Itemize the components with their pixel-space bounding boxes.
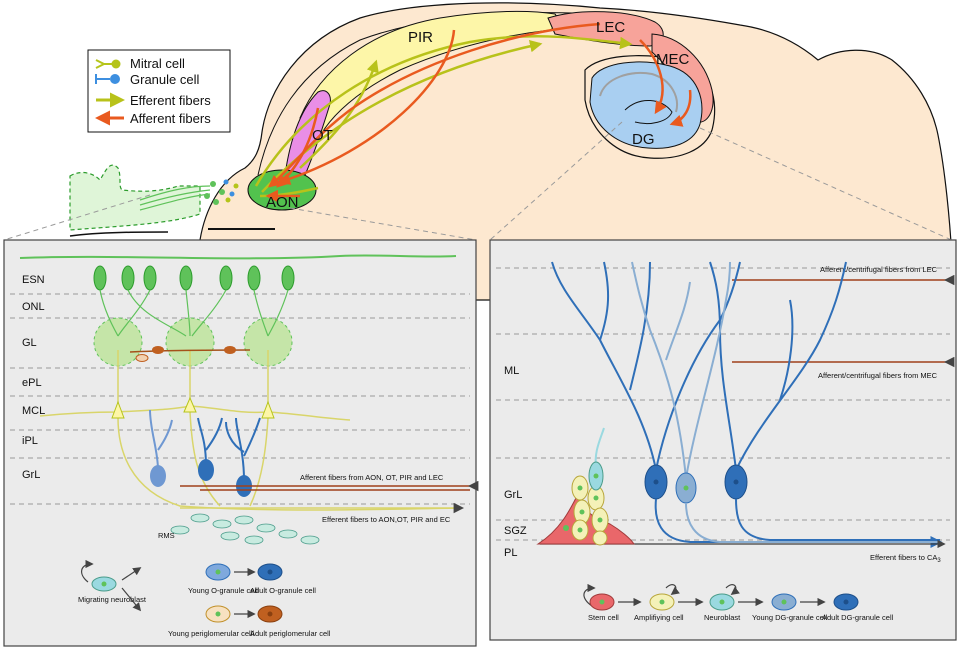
brain-regions	[247, 10, 714, 211]
lineage-young-o: Young O-granule cell	[188, 586, 258, 595]
lineage-adult-o: Adult O-granule cell	[250, 586, 316, 595]
dg-efferent-label: Efferent fibers to CA3	[870, 553, 941, 564]
ob-layer-grl: GrL	[22, 469, 40, 481]
granule-legend-icon	[95, 74, 120, 84]
label-ot: OT	[312, 127, 333, 144]
label-dg: DG	[632, 131, 655, 148]
dg-lec-label: Afferent/centrifugal fibers from LEC	[820, 265, 938, 274]
ob-layer-ipl: iPL	[22, 435, 38, 447]
dg-layer-grl: GrL	[504, 489, 522, 501]
dg-layer-ml: ML	[504, 365, 519, 377]
dg-layer-pl: PL	[504, 547, 517, 559]
ob-layer-mcl: MCL	[22, 405, 45, 417]
lineage-migrating: Migrating neuroblast	[78, 595, 147, 604]
olfactory-epithelium	[69, 164, 239, 237]
aon-region	[247, 169, 317, 211]
ob-layer-gl: GL	[22, 337, 37, 349]
pathways	[254, 22, 692, 203]
ob-layer-esn: ESN	[22, 274, 45, 286]
zoom-guides	[3, 121, 957, 243]
ob-granule-cells	[149, 409, 261, 497]
legend-efferent: Efferent fibers	[130, 93, 211, 108]
dg-dendrites	[551, 261, 847, 471]
lineage-adult-dg: Adult DG-granule cell	[822, 613, 894, 622]
periglomerular-cells	[129, 346, 251, 362]
ob-lineage: Migrating neuroblast Young O-granule cel…	[78, 559, 331, 638]
label-aon: AON	[266, 194, 299, 211]
dg-panel: ML GrL SGZ PL Afferent/centrifugal fiber…	[489, 239, 957, 641]
ob-layer-epl: ePL	[22, 377, 42, 389]
lineage-neuroblast: Neuroblast	[704, 613, 741, 622]
legend-mitral: Mitral cell	[130, 56, 185, 71]
ob-afferent-label: Afferent fibers from AON, OT, PIR and LE…	[300, 473, 444, 482]
legend-afferent: Afferent fibers	[130, 111, 211, 126]
mitral-legend-icon	[95, 59, 121, 69]
rms-label: RMS	[158, 531, 175, 540]
rms-cells	[170, 513, 320, 545]
dg-layer-sgz: SGZ	[504, 525, 527, 537]
lineage-young-dg: Young DG-granule cell	[752, 613, 828, 622]
lineage-young-pg: Young periglomerular celll	[168, 629, 254, 638]
label-pir: PIR	[408, 29, 433, 46]
ob-efferent-label: Efferent fibers to AON,OT, PIR and EC	[322, 515, 451, 524]
brain-sagittal	[199, 2, 953, 301]
ob-panel: ESN ONL GL ePL MCL iPL GrL	[3, 239, 479, 647]
legend: Mitral cell Granule cell Efferent fibers…	[87, 49, 231, 133]
legend-granule: Granule cell	[130, 72, 199, 87]
ob-layer-onl: ONL	[22, 301, 45, 313]
label-mec: MEC	[656, 51, 690, 68]
dg-lineage: Stem cell Amplifiying cell Neuroblast Yo…	[583, 583, 894, 622]
hippocampus-region	[589, 61, 703, 149]
neurogenic-niche	[536, 427, 635, 546]
lineage-adult-pg: Adult periglomerular cell	[250, 629, 331, 638]
dg-mec-label: Afferent/centrifugal fibers from MEC	[818, 371, 938, 380]
lineage-amplifying: Amplifiying cell	[634, 613, 684, 622]
label-lec: LEC	[596, 19, 625, 36]
lineage-stem: Stem cell	[588, 613, 619, 622]
